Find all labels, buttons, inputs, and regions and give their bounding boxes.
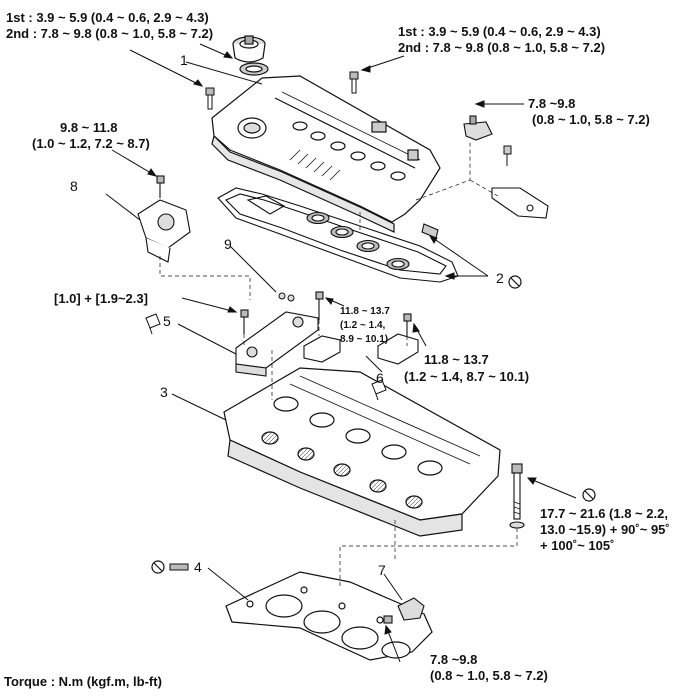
callout-4: 4 — [194, 559, 202, 575]
head-bolt-torque-line1: 17.7 ~ 21.6 (1.8 ~ 2.2, — [540, 506, 668, 521]
head-bolt-torque-line2: 13.0 ~15.9) + 90˚~ 95˚ — [540, 522, 670, 537]
part8-torque-value: 9.8 ~ 11.8 — [60, 120, 118, 135]
right-bolt-torque-value: 11.8 ~ 13.7 — [424, 352, 489, 367]
callout-2: 2 — [496, 270, 504, 286]
center-bolt-torque-value: 11.8 ~ 13.7 — [340, 306, 390, 317]
oil-filler-cap — [232, 35, 266, 63]
sealant-tube-icon — [145, 313, 161, 335]
right-bolt-torque-units: (1.2 ~ 1.4, 8.7 ~ 10.1) — [404, 369, 530, 384]
oil-control-valve — [137, 175, 191, 263]
cover-gasket — [217, 187, 459, 283]
center-bolt-torque-kgf: (1.2 ~ 1.4, — [340, 320, 386, 331]
cover-bolt-left — [205, 87, 215, 110]
spark-plug-seals — [306, 211, 410, 271]
sensor-bolt — [503, 145, 512, 166]
cam-position-sensor — [463, 115, 493, 141]
callout-8: 8 — [70, 178, 78, 194]
front-bearing-cap — [235, 309, 319, 377]
oil-cap-torque-first: 1st : 3.9 ~ 5.9 (0.4 ~ 0.6, 2.9 ~ 4.3) — [6, 10, 209, 25]
alignment-guides — [159, 140, 518, 588]
sensor-torque-units: (0.8 ~ 1.0, 5.8 ~ 7.2) — [532, 112, 650, 127]
head-bolt — [509, 463, 525, 529]
torque-unit-legend: Torque : N.m (kgf.m, lb-ft) — [4, 674, 162, 689]
bearing-cap-right — [377, 313, 419, 365]
callout-5: 5 — [163, 313, 171, 329]
prohibited-circle-icon — [151, 560, 165, 574]
cover-bolt-right — [349, 71, 359, 94]
callout-6: 6 — [376, 370, 384, 386]
center-bolt-torque-lbft: 8.9 ~ 10.1) — [340, 334, 389, 345]
callout-9: 9 — [224, 236, 232, 252]
callout-7: 7 — [378, 562, 386, 578]
callout-1: 1 — [180, 52, 188, 68]
oil-cap-seal — [239, 62, 269, 76]
sealant-tube-icon — [371, 379, 387, 401]
dowel-pins — [278, 292, 295, 302]
sensor-torque-value: 7.8 ~9.8 — [528, 96, 576, 111]
oil-cap-torque-second: 2nd : 7.8 ~ 9.8 (0.8 ~ 1.0, 5.8 ~ 7.2) — [6, 26, 214, 41]
sensor-bracket — [491, 187, 549, 219]
bearing-cap-center — [303, 291, 341, 363]
cover-bolt-torque-first: 1st : 3.9 ~ 5.9 (0.4 ~ 0.6, 2.9 ~ 4.3) — [398, 24, 601, 39]
part7-torque-units: (0.8 ~ 1.0, 5.8 ~ 7.2) — [430, 668, 548, 683]
callout-3: 3 — [160, 384, 168, 400]
coolant-temp-sensor — [383, 597, 425, 624]
part7-torque-value: 7.8 ~9.8 — [430, 652, 478, 667]
part8-torque-units: (1.0 ~ 1.2, 7.2 ~ 8.7) — [32, 136, 150, 151]
cylinder-head-gasket — [225, 571, 433, 661]
cylinder-head — [223, 367, 501, 537]
cylinder-head-cover — [211, 75, 441, 233]
cover-bolt-torque-second: 2nd : 7.8 ~ 9.8 (0.8 ~ 1.0, 5.8 ~ 7.2) — [398, 40, 606, 55]
head-bolt-torque-line3: + 100˚~ 105˚ — [540, 538, 615, 553]
prohibited-circle-icon — [582, 488, 596, 502]
part5-torque-value: [1.0] + [1.9~2.3] — [54, 291, 148, 306]
leader-lines — [105, 43, 577, 663]
alignment-dowel — [169, 563, 189, 571]
prohibited-circle-icon — [508, 275, 522, 289]
